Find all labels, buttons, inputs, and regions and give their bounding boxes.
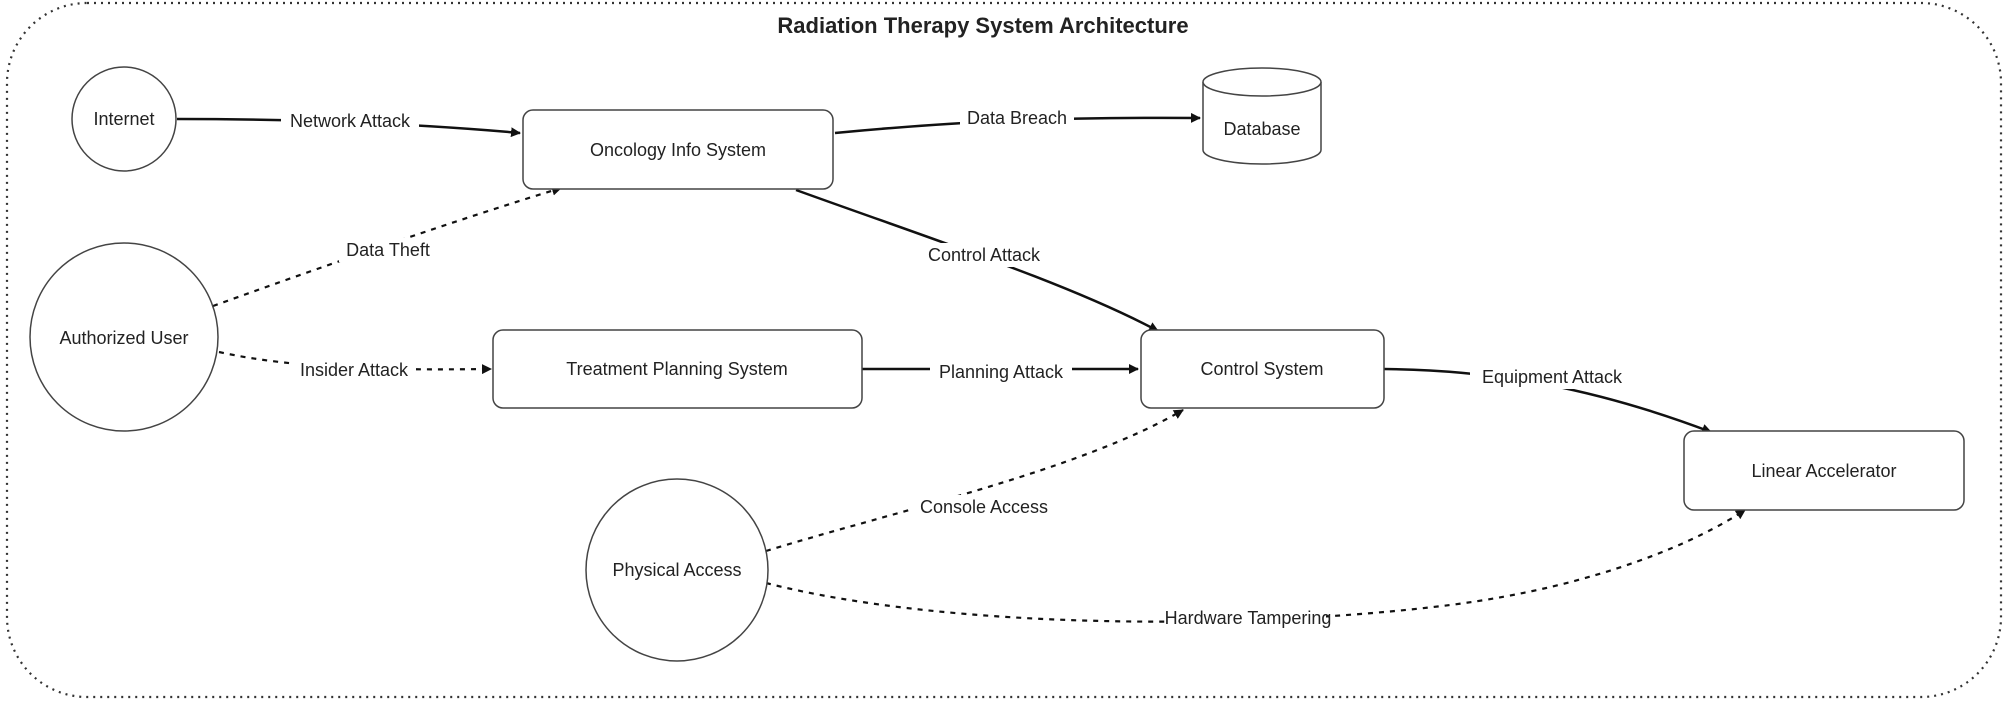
svg-text:Planning Attack: Planning Attack [939,362,1064,382]
svg-text:Database: Database [1223,119,1300,139]
diagram-title: Radiation Therapy System Architecture [777,13,1188,38]
node-database[interactable]: Database [1202,67,1322,165]
edge-hardware-tampering [765,509,1746,623]
svg-text:Authorized User: Authorized User [59,328,188,348]
svg-text:Hardware Tampering: Hardware Tampering [1165,608,1332,628]
svg-text:Data Breach: Data Breach [967,108,1067,128]
svg-text:Console Access: Console Access [920,497,1048,517]
svg-text:Treatment Planning System: Treatment Planning System [566,359,787,379]
node-oncology-info-system[interactable]: Oncology Info System [522,109,834,190]
svg-text:Network Attack: Network Attack [290,111,411,131]
label-data-breach: Data Breach [960,106,1074,130]
node-linear-accelerator[interactable]: Linear Accelerator [1683,430,1965,511]
node-authorized-user[interactable]: Authorized User [29,242,219,432]
label-equipment-attack: Equipment Attack [1470,365,1634,389]
svg-text:Control System: Control System [1200,359,1323,379]
svg-text:Insider Attack: Insider Attack [300,360,409,380]
label-console-access: Console Access [910,495,1058,519]
edge-labels: Network Attack Data Breach Data Theft Co… [281,106,1634,630]
svg-text:Oncology Info System: Oncology Info System [590,140,766,160]
label-control-attack: Control Attack [919,243,1049,267]
label-data-theft: Data Theft [339,238,437,262]
nodes: Internet Authorized User Physical Access… [29,66,1965,662]
system-boundary [5,1,2003,699]
node-physical-access[interactable]: Physical Access [585,478,769,662]
svg-text:Linear Accelerator: Linear Accelerator [1751,461,1896,481]
label-insider-attack: Insider Attack [292,358,416,382]
label-network-attack: Network Attack [281,108,419,132]
svg-text:Equipment Attack: Equipment Attack [1482,367,1623,387]
svg-text:Data Theft: Data Theft [346,240,430,260]
label-planning-attack: Planning Attack [930,360,1072,384]
svg-text:Control Attack: Control Attack [928,245,1041,265]
svg-text:Internet: Internet [93,109,154,129]
node-treatment-planning-system[interactable]: Treatment Planning System [492,329,863,409]
edge-data-theft [212,185,562,308]
node-control-system[interactable]: Control System [1140,329,1385,409]
svg-text:Physical Access: Physical Access [612,560,741,580]
edge-console-access [765,409,1184,553]
node-internet[interactable]: Internet [71,66,177,172]
label-hardware-tampering: Hardware Tampering [1165,606,1332,630]
